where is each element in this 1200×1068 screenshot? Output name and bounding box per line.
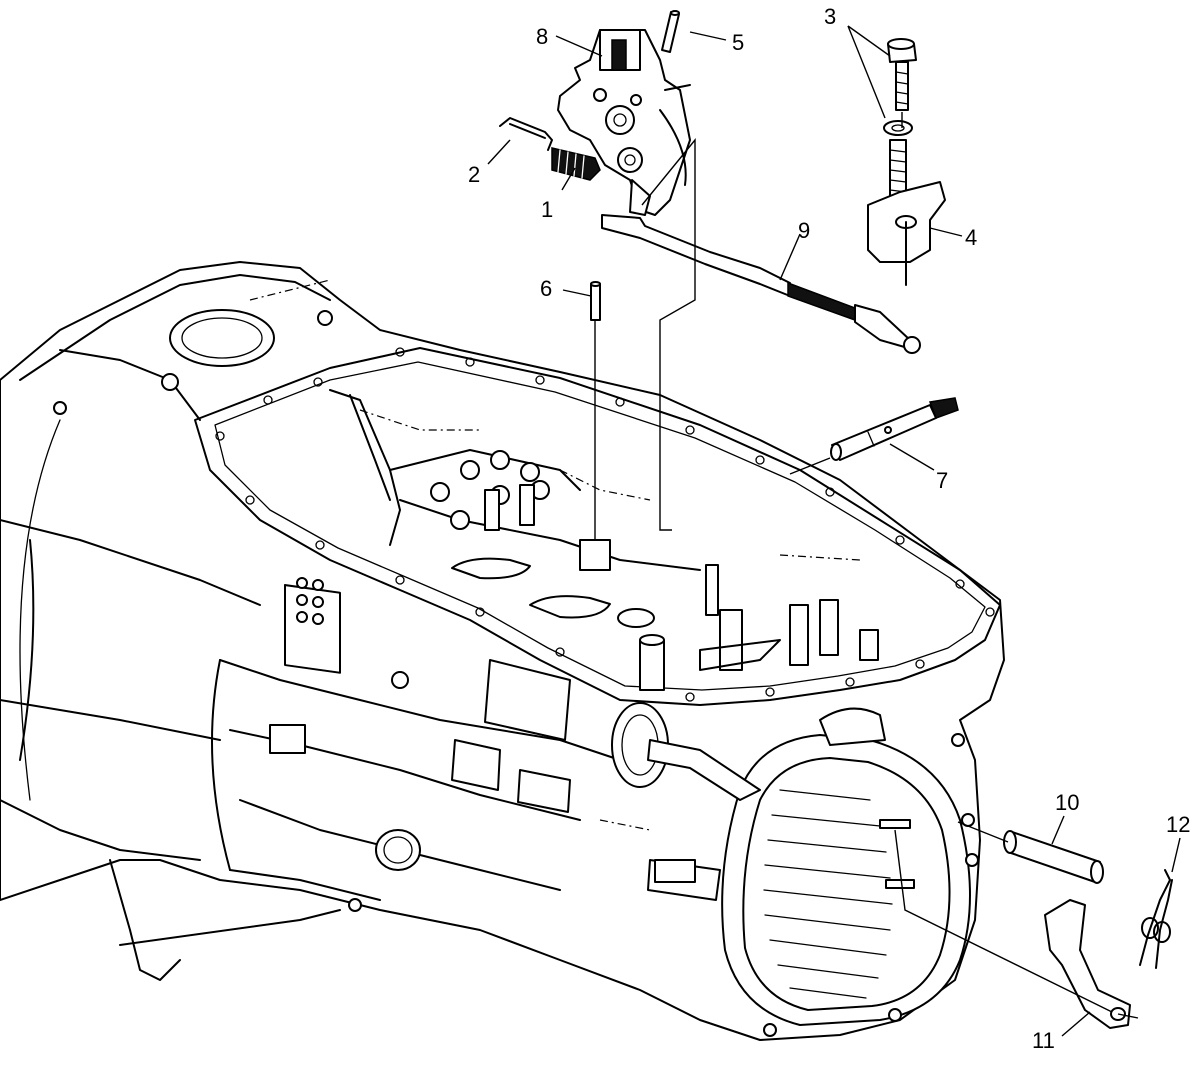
part-10-dowel <box>1003 830 1104 884</box>
callout-5: 5 <box>732 30 744 55</box>
callout-9: 9 <box>798 218 810 243</box>
center-pillars <box>617 564 879 691</box>
part-5-pin <box>661 10 680 53</box>
part-8-shift-detent-assembly <box>557 29 691 216</box>
side-port <box>375 829 421 871</box>
part-6-pin <box>590 281 601 321</box>
part-12-clip <box>1139 869 1173 969</box>
rear-bore <box>169 309 275 367</box>
part-9-shift-rod <box>601 214 921 354</box>
callout-8: 8 <box>536 24 548 49</box>
bell-housing-opening <box>721 734 971 1026</box>
callout-labels: 1 2 3 4 5 6 7 8 9 10 11 12 <box>468 4 1190 1053</box>
part-2-clip <box>499 117 553 151</box>
callout-3: 3 <box>824 4 836 29</box>
callout-6: 6 <box>540 276 552 301</box>
part-4-bracket <box>867 181 946 286</box>
callout-4: 4 <box>965 225 977 250</box>
assembly-paths <box>594 112 1139 1019</box>
part-11-fork <box>1044 899 1131 1029</box>
part-7-shaft <box>830 397 959 461</box>
callout-10: 10 <box>1055 790 1079 815</box>
callout-leaders <box>487 25 1181 1037</box>
side-bolt-pattern <box>296 577 324 625</box>
callout-12: 12 <box>1166 812 1190 837</box>
callout-2: 2 <box>468 162 480 187</box>
callout-7: 7 <box>936 468 948 493</box>
case-bosses <box>430 450 611 571</box>
callout-1: 1 <box>541 197 553 222</box>
part-3-bolt <box>887 38 917 111</box>
part-3-washer-bolt <box>883 120 913 201</box>
transmission-case <box>0 261 1005 1041</box>
part-1-spring <box>551 147 601 181</box>
internal-splines <box>763 789 915 999</box>
flange-bolt-holes <box>215 347 995 702</box>
callout-11: 11 <box>1032 1028 1055 1053</box>
